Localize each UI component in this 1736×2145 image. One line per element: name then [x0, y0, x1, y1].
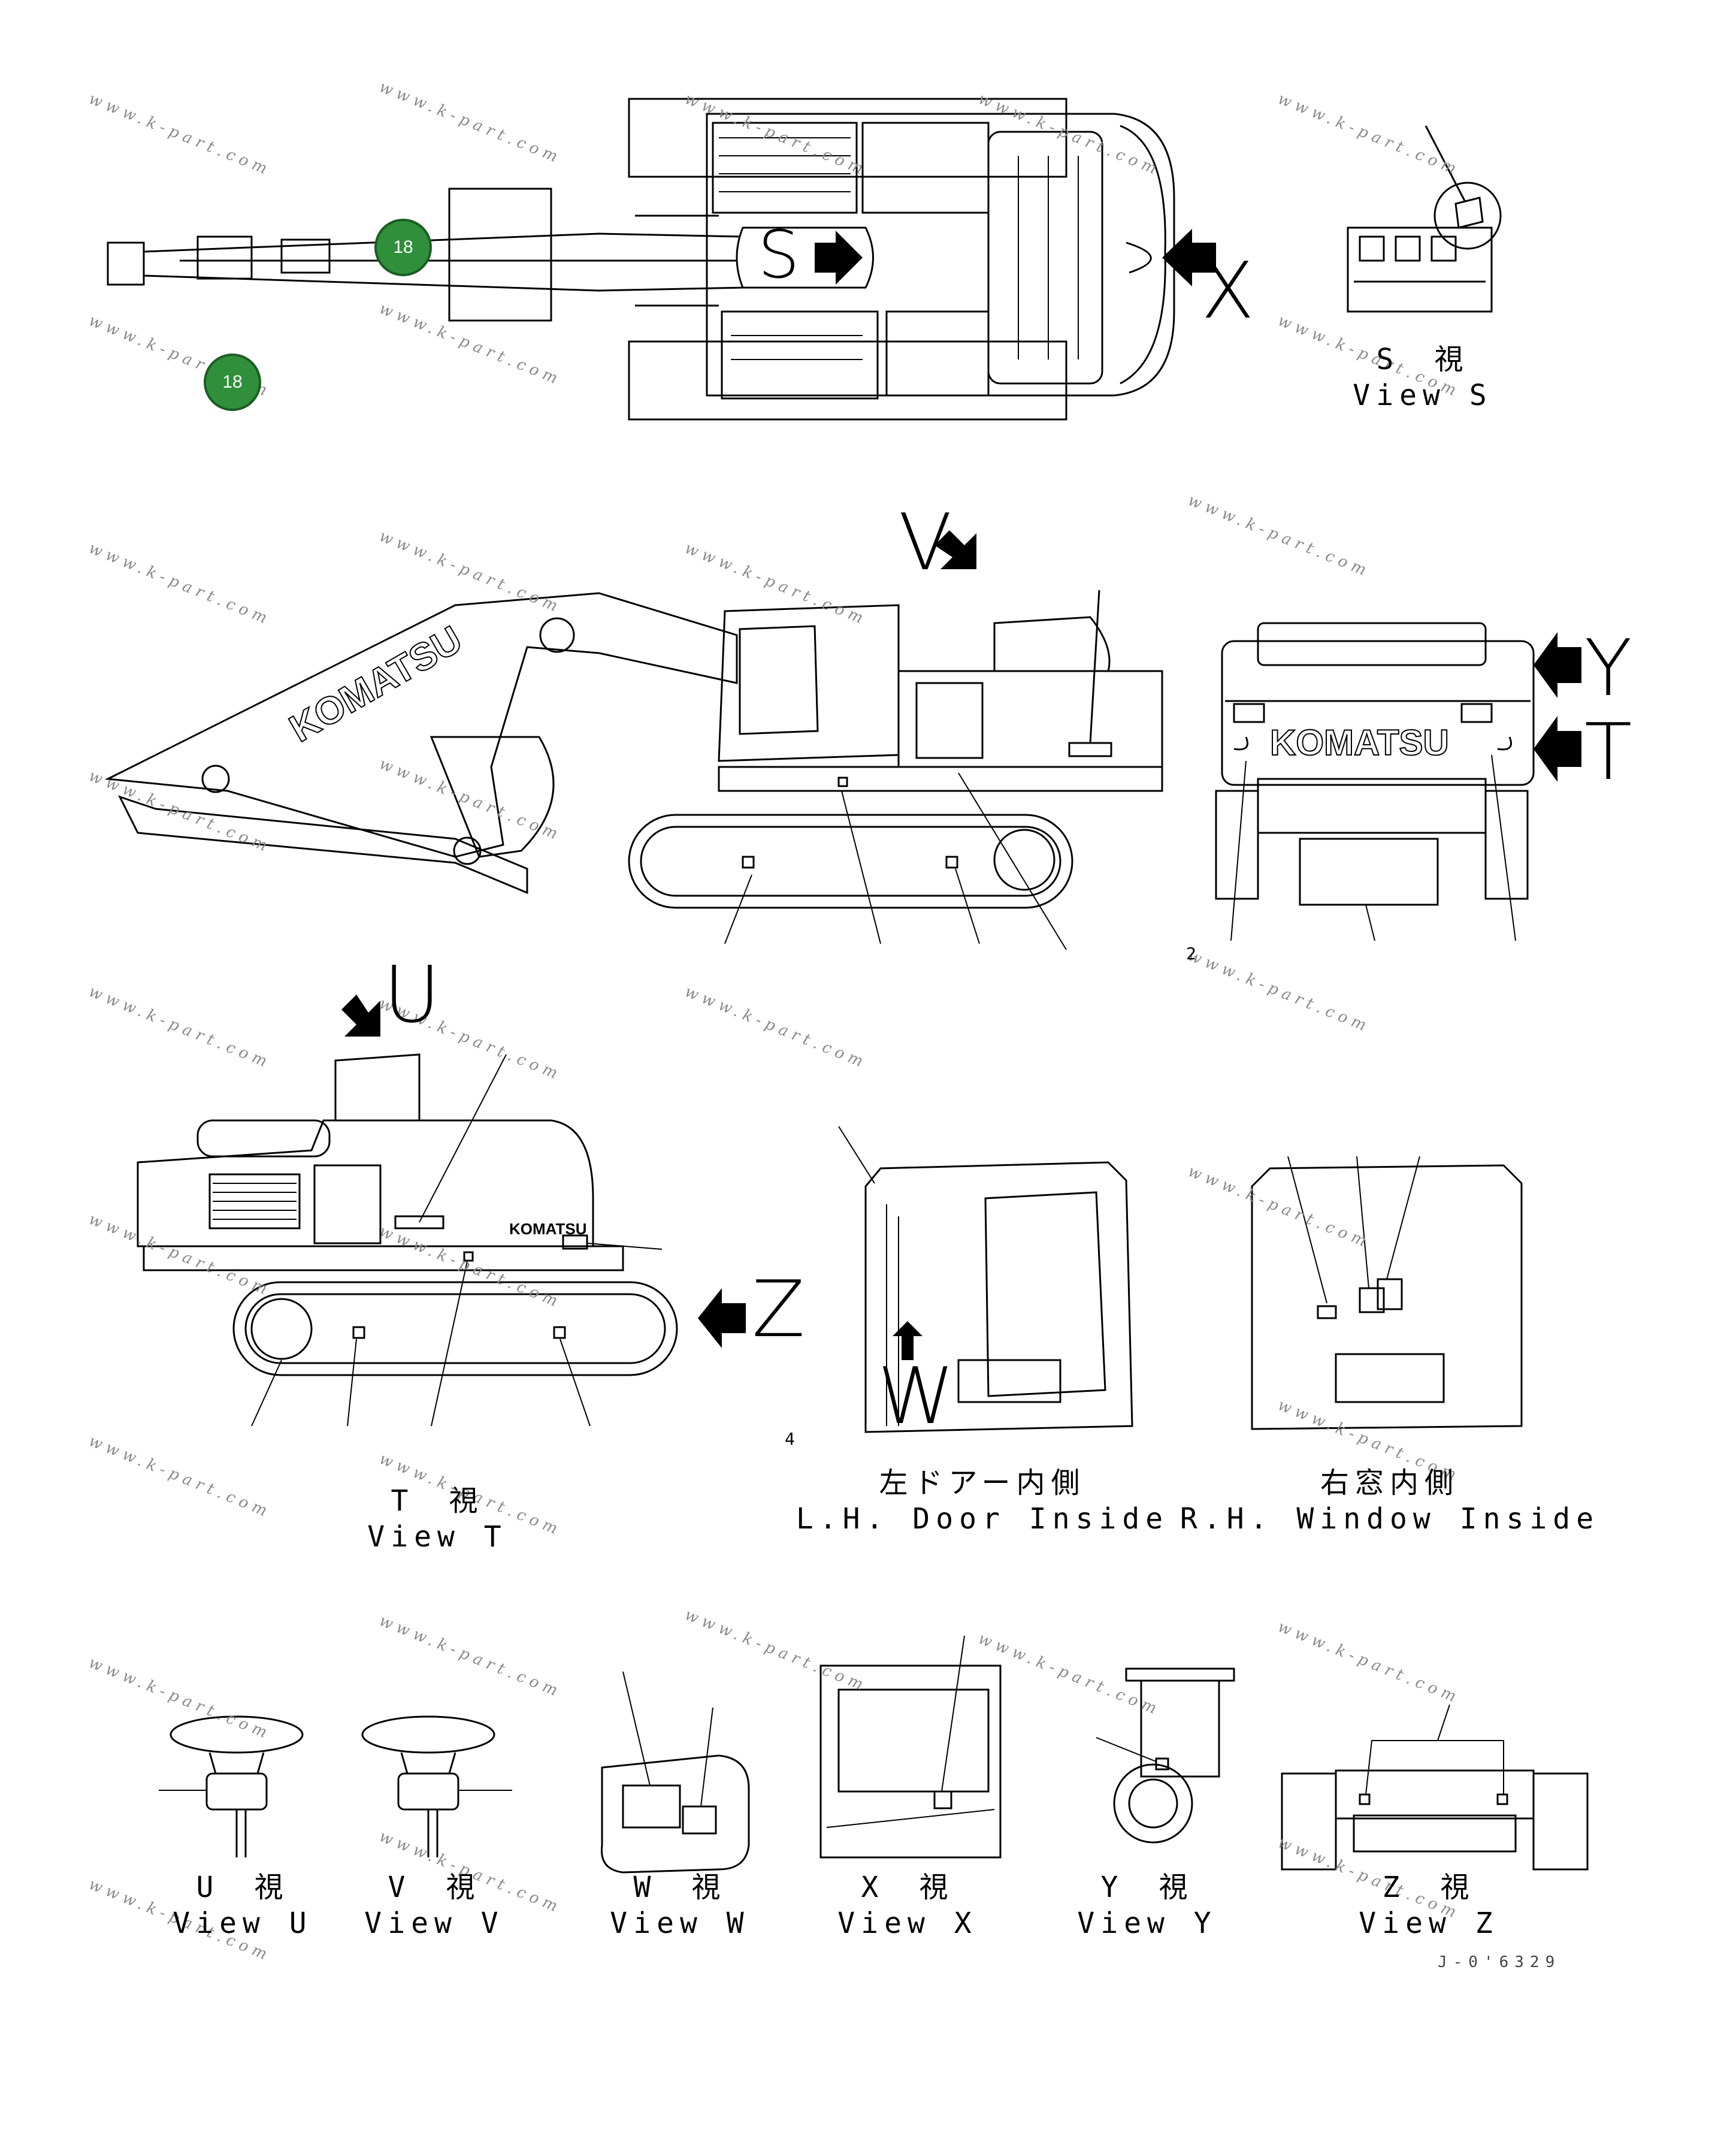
caption-en: L.H. Door Inside — [796, 1502, 1169, 1536]
rear-brand-text: KOMATSU — [1270, 723, 1449, 763]
caption-jp: X 視 — [861, 1871, 954, 1904]
caption-jp: V 視 — [388, 1871, 481, 1904]
caption-view-u: U 視 View U — [173, 1869, 312, 1941]
caption-jp: T 視 — [391, 1484, 484, 1518]
lh-door-inside-drawing — [838, 1126, 1133, 1433]
caption-jp: 左ドアー内側 — [879, 1466, 1086, 1500]
caption-view-v: V 視 View V — [364, 1869, 504, 1941]
caption-jp: Z 視 — [1382, 1871, 1475, 1904]
top-view-excavator — [107, 98, 1216, 421]
caption-en: View X — [837, 1907, 978, 1940]
caption-rh-window-inside: 右窓内側 R.H. Window Inside — [1180, 1465, 1599, 1537]
view-letter-s: S — [758, 216, 800, 293]
caption-view-s: S 視 View S — [1353, 342, 1492, 413]
view-v-drawing — [361, 1715, 512, 1857]
rear-view-excavator: KOMATSU — [1215, 622, 1581, 941]
view-t-excavator: KOMATSU — [137, 995, 746, 1427]
view-w-drawing — [600, 1671, 750, 1874]
caption-view-x: X 視 View X — [837, 1869, 977, 1941]
side-brand-text: KOMATSU — [509, 1220, 587, 1238]
caption-en: View W — [610, 1907, 750, 1940]
view-letter-w: W — [878, 1351, 955, 1442]
caption-en: R.H. Window Inside — [1179, 1502, 1600, 1536]
view-s-detail — [1347, 125, 1502, 313]
caption-view-y: Y 視 View Y — [1077, 1869, 1217, 1941]
caption-lh-door-inside: 左ドアー内側 L.H. Door Inside — [796, 1465, 1169, 1537]
caption-jp: U 視 — [196, 1871, 289, 1904]
caption-en: View S — [1353, 379, 1493, 412]
part-callout-18[interactable]: 18 — [374, 219, 432, 276]
caption-en: View T — [367, 1520, 507, 1554]
item-number-2: 2 — [1186, 944, 1196, 963]
view-letter-y: Y — [1584, 623, 1632, 714]
view-letter-z: Z — [752, 1264, 806, 1355]
caption-en: View Y — [1077, 1907, 1217, 1940]
caption-en: View V — [364, 1907, 504, 1940]
view-letter-x: X — [1201, 245, 1255, 336]
view-y-drawing — [1096, 1667, 1235, 1844]
drawing-number: J-0'6329 — [1438, 1953, 1561, 1971]
caption-view-z: Z 視 View Z — [1359, 1869, 1498, 1941]
caption-en: View U — [173, 1907, 313, 1940]
item-number-4: 4 — [785, 1429, 795, 1449]
rh-window-inside-drawing — [1251, 1156, 1523, 1430]
caption-jp: W 視 — [633, 1871, 727, 1904]
view-letter-u: U — [383, 949, 441, 1040]
caption-jp: Y 視 — [1100, 1871, 1194, 1904]
view-letter-t: T — [1584, 706, 1632, 797]
caption-jp: 右窓内側 — [1320, 1466, 1460, 1500]
view-letter-v: V — [899, 497, 952, 588]
view-z-drawing — [1281, 1704, 1589, 1871]
caption-view-w: W 視 View W — [610, 1869, 749, 1941]
side-view-excavator: KOMATSU — [104, 530, 1163, 950]
boom-brand-text: KOMATSU — [282, 617, 469, 750]
view-u-drawing — [159, 1715, 304, 1857]
caption-jp: S 視 — [1376, 343, 1469, 376]
caption-en: View Z — [1359, 1907, 1499, 1940]
part-callout-18[interactable]: 18 — [204, 354, 261, 411]
view-x-drawing — [819, 1635, 1002, 1859]
caption-view-t: T 視 View T — [367, 1483, 507, 1555]
